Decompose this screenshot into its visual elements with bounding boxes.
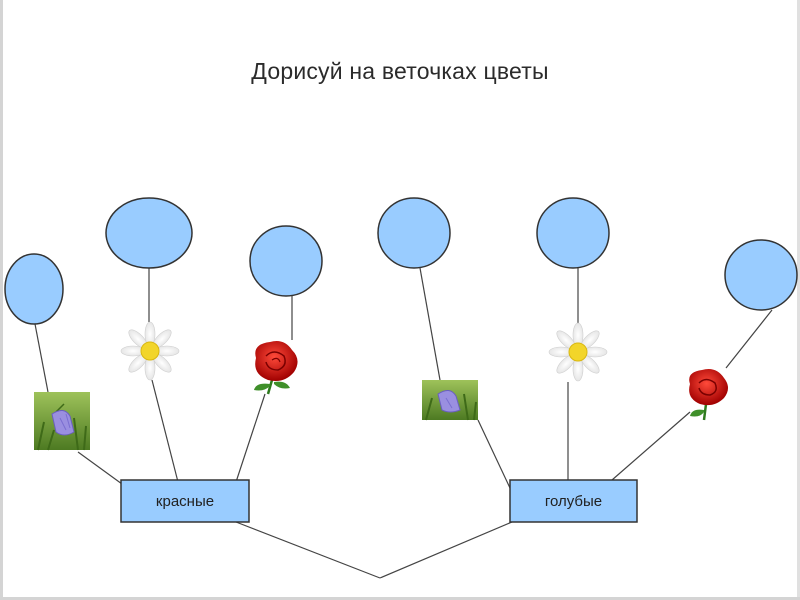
trunk-line-left	[235, 521, 381, 579]
trunk-line-right	[379, 521, 513, 579]
slide-border-left	[0, 0, 3, 600]
slide-border-right	[797, 0, 800, 600]
page-title: Дорисуй на веточках цветы	[251, 58, 549, 84]
blank-circle[interactable]	[249, 225, 323, 297]
daisy-icon	[120, 321, 180, 381]
bellflower-icon	[422, 380, 478, 421]
branch-line	[611, 411, 691, 481]
bellflower-icon	[34, 392, 90, 451]
branch-line	[235, 393, 266, 483]
blank-circle[interactable]	[724, 239, 798, 311]
branch-line	[34, 323, 49, 393]
flower-circles	[4, 197, 798, 325]
rose-icon	[689, 369, 728, 421]
slide-border-bottom	[0, 597, 800, 600]
branch-line	[419, 267, 441, 381]
rose-icon	[254, 341, 298, 395]
blank-circle[interactable]	[536, 197, 610, 269]
branch-line	[477, 419, 511, 489]
branch-line	[151, 379, 179, 483]
group-box-blue	[509, 479, 638, 523]
group-box-red	[120, 479, 250, 523]
daisy-icon	[548, 322, 608, 382]
blank-circle[interactable]	[377, 197, 451, 269]
branch-lines	[34, 267, 773, 579]
blank-circle[interactable]	[105, 197, 193, 269]
blank-circle[interactable]	[4, 253, 64, 325]
branch-line	[77, 451, 123, 485]
branch-line	[725, 309, 773, 369]
